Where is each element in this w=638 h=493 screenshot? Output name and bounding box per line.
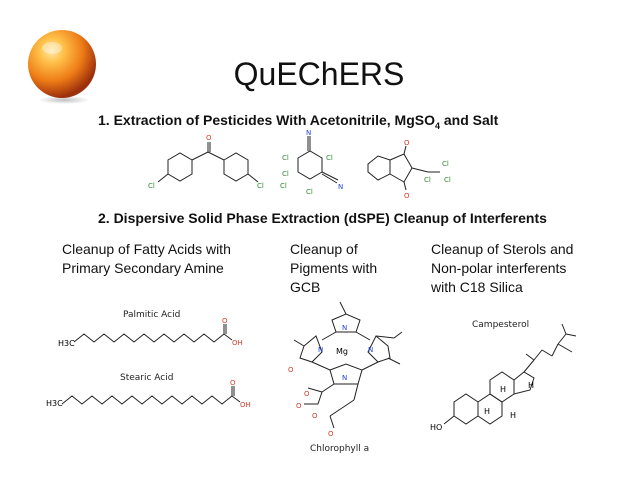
atom-label: HO (430, 423, 442, 432)
indandione-pesticide-structure: O O Cl Cl Cl (367, 139, 451, 200)
atom-label: O (404, 139, 410, 147)
step-2-heading: 2. Dispersive Solid Phase Extraction (dS… (98, 210, 547, 226)
atom-label: N (342, 374, 347, 382)
atom-label: Cl (444, 176, 451, 184)
atom-label: O (328, 430, 334, 438)
atom-label: Cl (148, 182, 155, 190)
slide-title: QuEChERS (233, 56, 405, 92)
atom-label: Cl (282, 170, 289, 178)
atom-label: N (368, 346, 373, 354)
step-1-heading: 1. Extraction of Pesticides With Acetoni… (98, 112, 499, 131)
atom-label: H (510, 411, 516, 420)
palmitic-acid-label: Palmitic Acid (123, 310, 181, 320)
stearic-acid-structure: H3C O OH (46, 379, 251, 409)
atom-label: Cl (282, 154, 289, 162)
atom-label: H3C (58, 339, 75, 348)
atom-label: O (404, 192, 410, 200)
atom-label: O (296, 402, 302, 410)
campesterol-structure: H H H H HO (430, 323, 577, 432)
palmitic-acid-structure: H3C O OH (58, 317, 243, 348)
atom-label: Cl (442, 160, 449, 168)
cleanup-fatty-acids-text: Cleanup of Fatty Acids with Primary Seco… (62, 241, 231, 276)
chlorophyll-a-label: Chlorophyll a (310, 444, 370, 454)
atom-label: N (342, 324, 347, 332)
cleanup-sterols-text: Cleanup of Sterols and Non-polar interfe… (431, 241, 574, 295)
atom-label: N (318, 346, 323, 354)
atom-label: O (288, 366, 294, 374)
atom-label: OH (232, 339, 243, 347)
atom-label: O (230, 379, 236, 387)
dichlorobenzophenone-structure: O Cl Cl (148, 134, 264, 190)
campesterol-label: Campesterol (472, 320, 530, 330)
atom-label: Cl (326, 154, 333, 162)
atom-label: Cl (424, 176, 431, 184)
chlorothalonil-structure: N N Cl Cl Cl Cl Cl (280, 129, 343, 196)
atom-label: Cl (306, 188, 313, 196)
chlorophyll-a-structure: N N N N Mg O O O O O (288, 301, 403, 438)
atom-label: N (306, 129, 311, 137)
atom-label: H3C (46, 399, 63, 408)
atom-label: H (500, 385, 506, 394)
atom-label: O (206, 134, 212, 142)
atom-label: O (304, 390, 310, 398)
atom-label: Mg (336, 347, 348, 356)
atom-label: O (312, 412, 318, 420)
atom-label: Cl (280, 182, 287, 190)
atom-label: OH (240, 401, 251, 409)
atom-label: O (222, 317, 228, 325)
orange-sphere-icon (28, 30, 96, 104)
atom-label: H (484, 407, 490, 416)
atom-label: Cl (257, 182, 264, 190)
cleanup-pigments-text: Cleanup of Pigments with GCB (290, 241, 378, 295)
stearic-acid-label: Stearic Acid (120, 373, 174, 383)
atom-label: N (338, 183, 343, 191)
atom-label: H (528, 381, 534, 390)
